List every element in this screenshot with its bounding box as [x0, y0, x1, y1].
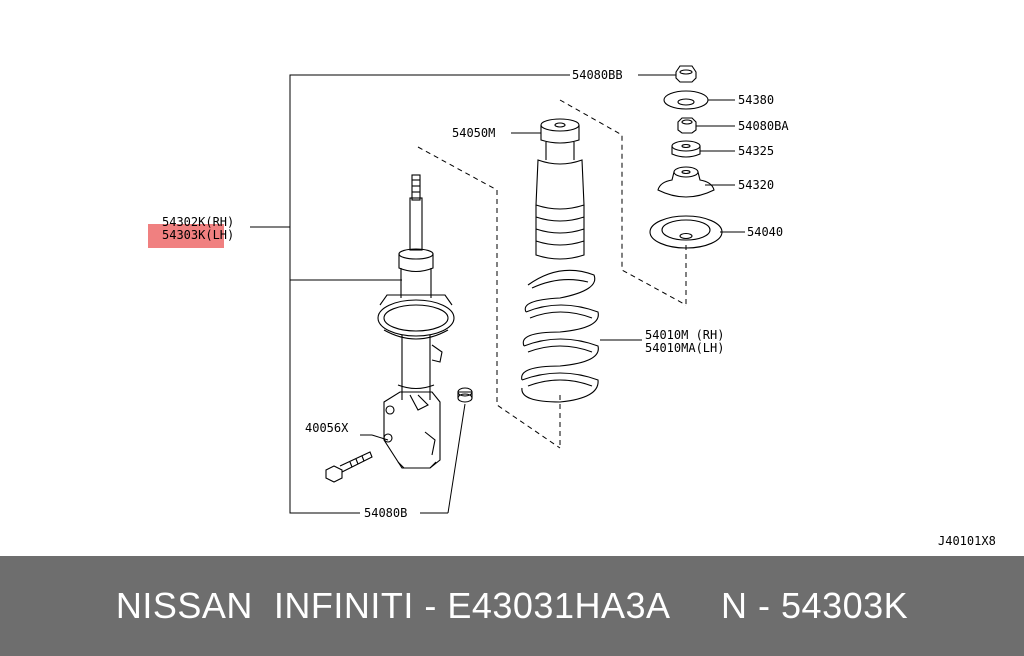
- label-40056x: 40056X: [305, 421, 349, 435]
- label-54320: 54320: [738, 178, 774, 192]
- label-54380: 54380: [738, 93, 774, 107]
- banner-text: NISSAN INFINITI - E43031HA3A N - 54303K: [115, 585, 909, 626]
- label-54080ba: 54080BA: [738, 119, 789, 133]
- label-54325: 54325: [738, 144, 774, 158]
- assembly-dashed-lines: [417, 99, 687, 449]
- label-54010m: 54010M (RH): [645, 328, 724, 342]
- selected-part-highlight: [148, 224, 224, 248]
- parts-diagram: 54080BB 54380 54080BA 54325 54320 54040 …: [148, 65, 996, 548]
- label-54080bb: 54080BB: [572, 68, 623, 82]
- label-54303k: 54303K(LH): [162, 228, 234, 242]
- bolt-40056x: [325, 451, 373, 483]
- label-54050m: 54050M: [452, 126, 495, 140]
- label-54080b: 54080B: [364, 506, 407, 520]
- label-54302k: 54302K(RH): [162, 215, 234, 229]
- bump-stop-54050m: [535, 118, 585, 260]
- diagram-code: J40101X8: [938, 534, 996, 548]
- strut-bracket-lines: [250, 74, 570, 514]
- insulator-54040: [649, 215, 723, 249]
- part-leader-lines: [511, 74, 745, 341]
- coil-spring-54010m: [521, 269, 599, 403]
- label-54040: 54040: [747, 225, 783, 239]
- mount-54320: [657, 166, 715, 198]
- label-54010ma: 54010MA(LH): [645, 341, 724, 355]
- strut-assembly: [377, 174, 455, 469]
- nut-54080b: [457, 387, 473, 403]
- nut-54080ba: [677, 117, 697, 134]
- bushing-54325: [671, 140, 701, 158]
- nut-54080bb: [675, 65, 697, 83]
- part-number-banner: NISSAN INFINITI - E43031HA3A N - 54303K: [0, 556, 1024, 656]
- washer-54380: [663, 90, 709, 110]
